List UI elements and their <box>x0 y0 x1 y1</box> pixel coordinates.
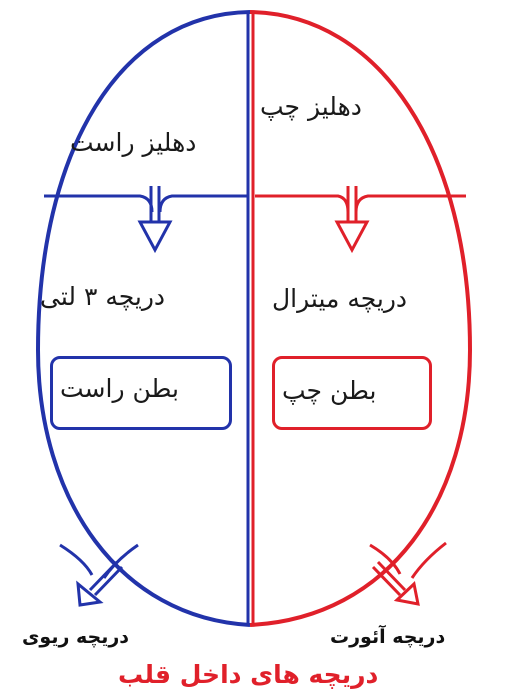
diagram-title: دریچه های داخل قلب <box>118 660 378 689</box>
left-atrium-label: دهلیز چپ <box>260 92 362 121</box>
tricuspid-valve-label: دریچه ۳ لتی <box>40 282 165 311</box>
right-atrium-label: دهلیز راست <box>70 128 196 157</box>
tricuspid-valve-arrow-icon <box>140 186 170 250</box>
aortic-valve-label: دریچه آئورت <box>330 626 445 648</box>
mitral-valve-label: دریچه میترال <box>272 284 407 313</box>
mitral-valve-line <box>255 196 466 212</box>
left-ventricle-label: بطن چپ <box>282 376 376 405</box>
tricuspid-valve-line <box>44 196 248 212</box>
right-ventricle-label: بطن راست <box>60 374 179 403</box>
right-heart-outline <box>38 12 250 625</box>
pulmonary-valve-label: دریچه ریوی <box>22 626 129 648</box>
